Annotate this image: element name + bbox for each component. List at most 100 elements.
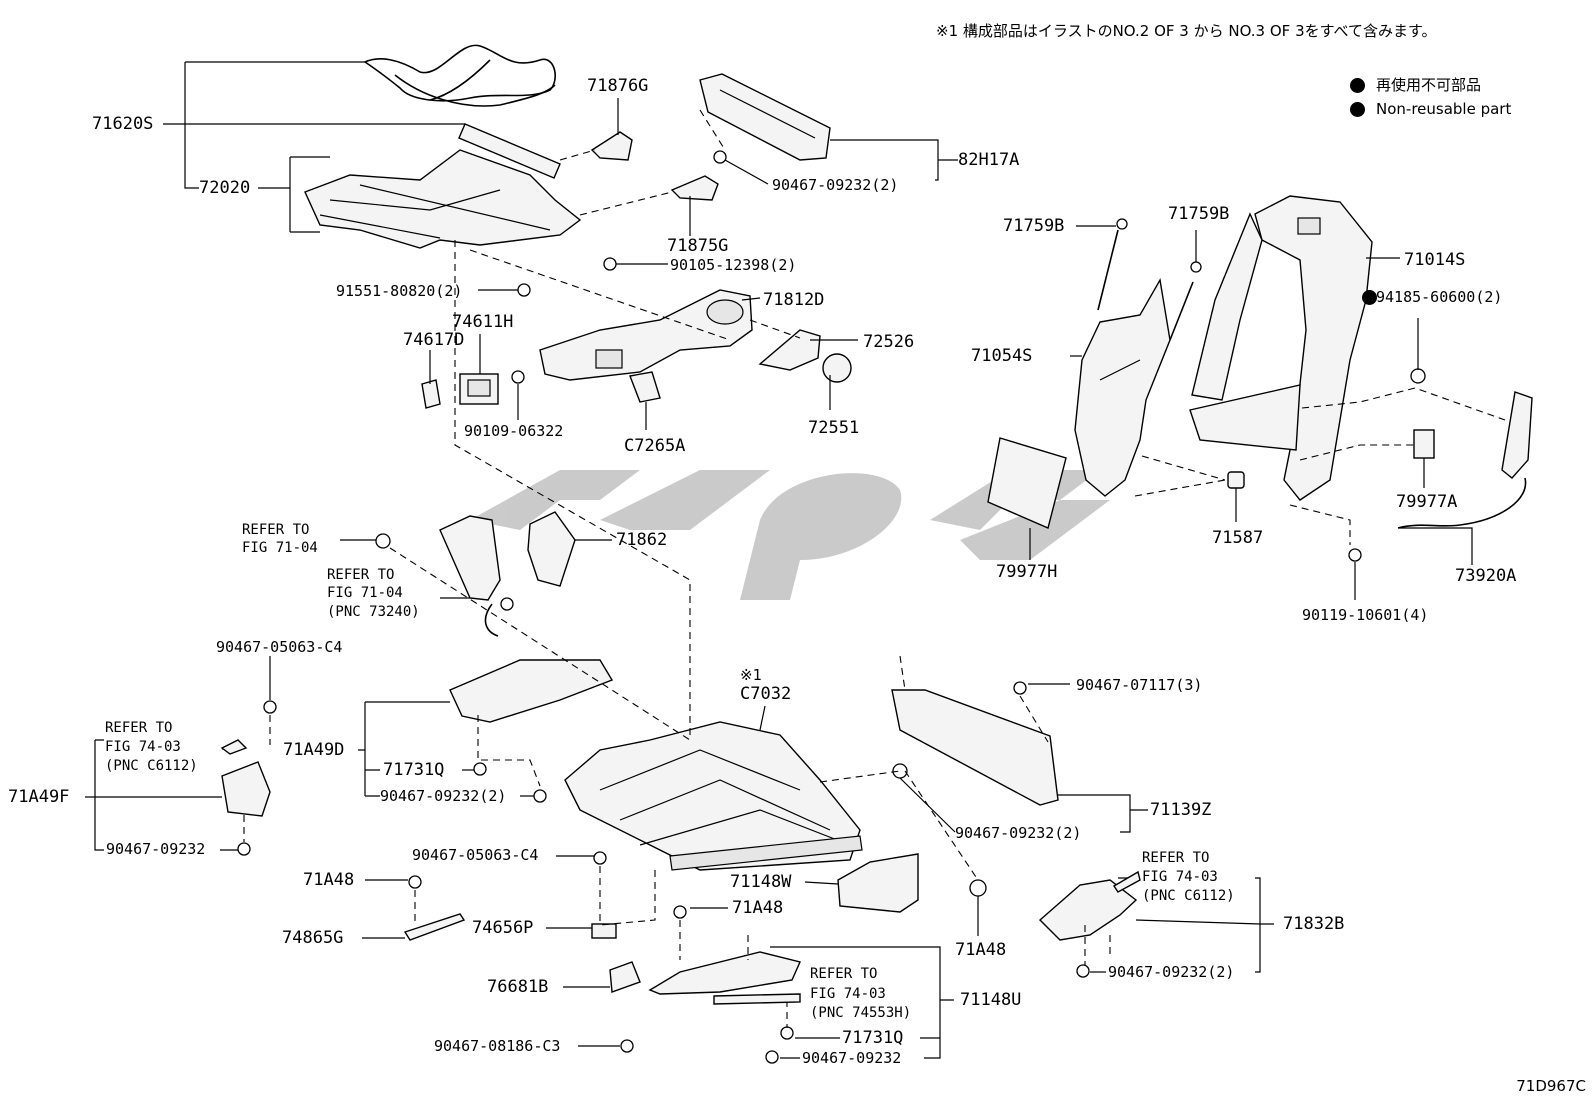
cover-71148U[interactable] — [648, 951, 801, 995]
tape-74865G[interactable] — [403, 913, 466, 941]
part-label-71832B[interactable]: 71832B — [1283, 914, 1345, 934]
refer-74-03-right-line3[interactable]: (PNC C6112) — [1142, 888, 1235, 904]
refer-74-03-bottom-line1[interactable]: REFER TO — [810, 966, 878, 982]
part-label-71A49F[interactable]: 71A49F — [8, 787, 70, 807]
part-label-71587[interactable]: 71587 — [1212, 528, 1264, 548]
part-label-71759B-left[interactable]: 71759B — [1003, 216, 1065, 236]
dashed-guides — [243, 109, 1506, 1028]
harness-73920A[interactable] — [1397, 391, 1533, 529]
part-label-90467-09232-2-lower[interactable]: 90467-09232(2) — [1108, 963, 1235, 981]
part-label-71731Q-bottom[interactable]: 71731Q — [842, 1028, 904, 1048]
pad-71148W[interactable] — [837, 853, 919, 913]
bracket-71876G[interactable] — [590, 131, 633, 161]
part-label-C7265A[interactable]: C7265A — [624, 436, 686, 456]
cover-71A49F[interactable] — [221, 761, 271, 817]
part-label-71A48-left[interactable]: 71A48 — [303, 870, 355, 890]
trim-cover-71862[interactable] — [527, 511, 576, 587]
seat-cushion-frame-72020[interactable] — [304, 149, 582, 249]
part-label-74617D[interactable]: 74617D — [403, 330, 465, 350]
refer-74-03-bottom-line2[interactable]: FIG 74-03 — [810, 986, 886, 1002]
cover-71832B[interactable] — [1038, 879, 1138, 941]
part-label-94185-60600[interactable]: 94185-60600(2) — [1376, 288, 1503, 306]
clip-71587[interactable] — [1227, 471, 1245, 489]
cover-82H17A[interactable] — [699, 73, 831, 161]
sheet-79977H[interactable] — [987, 437, 1067, 529]
recliner-handle[interactable] — [439, 515, 514, 637]
part-label-90119-10601[interactable]: 90119-10601(4) — [1302, 606, 1429, 624]
part-label-90467-09232-bottom[interactable]: 90467-09232 — [802, 1049, 902, 1067]
refer-74-03-right-line1[interactable]: REFER TO — [1142, 850, 1210, 866]
part-label-90467-05063-C4-left[interactable]: 90467-05063-C4 — [216, 638, 343, 656]
part-label-90467-07117[interactable]: 90467-07117(3) — [1076, 676, 1203, 694]
part-label-90467-09232-left[interactable]: 90467-09232 — [106, 840, 206, 858]
part-label-71759B-right[interactable]: 71759B — [1168, 204, 1230, 224]
sheet-79977A[interactable] — [1413, 429, 1435, 459]
bracket-71875G[interactable] — [670, 175, 719, 201]
cover-71139Z[interactable] — [891, 689, 1059, 806]
clip-76681B[interactable] — [609, 961, 641, 993]
part-label-90467-09232-2-mid[interactable]: 90467-09232(2) — [380, 787, 507, 805]
refer-74-03-left-line1[interactable]: REFER TO — [105, 720, 173, 736]
knob-72526[interactable] — [758, 329, 821, 371]
switch-74611H[interactable] — [459, 373, 499, 405]
part-label-90467-05063-C4-center[interactable]: 90467-05063-C4 — [412, 846, 539, 864]
refer-74-03-left-line2[interactable]: FIG 74-03 — [105, 739, 181, 755]
part-label-74611H[interactable]: 74611H — [452, 312, 514, 332]
part-label-82H17A[interactable]: 82H17A — [958, 150, 1020, 170]
refer-74-03-bottom-line3[interactable]: (PNC 74553H) — [810, 1005, 912, 1021]
part-label-90109-06322[interactable]: 90109-06322 — [464, 422, 564, 440]
part-label-71862[interactable]: 71862 — [616, 530, 668, 550]
cover-71A49D[interactable] — [449, 659, 614, 723]
part-label-71875G[interactable]: 71875G — [667, 236, 729, 256]
part-label-91551-80820[interactable]: 91551-80820(2) — [336, 282, 463, 300]
part-label-71139Z[interactable]: 71139Z — [1150, 800, 1212, 820]
refer-71-04-pnc-line1[interactable]: REFER TO — [327, 567, 395, 583]
part-label-72551[interactable]: 72551 — [808, 418, 860, 438]
seat-track-C7032[interactable] — [564, 721, 863, 871]
part-label-71A49D[interactable]: 71A49D — [283, 740, 345, 760]
cover-C7265A[interactable] — [629, 371, 661, 403]
part-label-C7032[interactable]: C7032 — [740, 684, 792, 704]
refer-74-03-right-line2[interactable]: FIG 74-03 — [1142, 869, 1218, 885]
cap-72551[interactable] — [822, 353, 852, 383]
bolts-top-left[interactable] — [511, 150, 727, 384]
part-label-79977H[interactable]: 79977H — [996, 562, 1058, 582]
part-label-71731Q-left[interactable]: 71731Q — [383, 760, 445, 780]
part-label-90467-08186-C3[interactable]: 90467-08186-C3 — [434, 1037, 561, 1055]
refer-71-04-pnc-line2[interactable]: FIG 71-04 — [327, 585, 403, 601]
part-label-71876G[interactable]: 71876G — [587, 76, 649, 96]
knob-74617D[interactable] — [421, 379, 441, 409]
seatback-frame-71014S[interactable] — [1189, 195, 1373, 501]
part-label-74865G[interactable]: 74865G — [282, 928, 344, 948]
part-label-71054S[interactable]: 71054S — [971, 346, 1033, 366]
bolts-top-right[interactable] — [1348, 368, 1426, 562]
refer-71-04-line1[interactable]: REFER TO — [242, 522, 310, 538]
seat-pad-tube[interactable] — [458, 123, 561, 179]
part-label-71014S[interactable]: 71014S — [1404, 250, 1466, 270]
part-label-90467-09232-2-top[interactable]: 90467-09232(2) — [772, 176, 899, 194]
cable-71759B[interactable] — [1097, 218, 1202, 341]
clip-74656P[interactable] — [591, 923, 617, 939]
bolts-lower[interactable] — [237, 681, 1090, 1064]
part-label-90467-09232-2-right[interactable]: 90467-09232(2) — [955, 824, 1082, 842]
part-label-72020[interactable]: 72020 — [199, 178, 251, 198]
part-label-71148W[interactable]: 71148W — [730, 872, 792, 892]
recliner-cover-71812D[interactable] — [539, 289, 753, 381]
part-label-71620S[interactable]: 71620S — [92, 114, 154, 134]
part-label-71148U[interactable]: 71148U — [960, 990, 1022, 1010]
part-label-71A48-right[interactable]: 71A48 — [955, 940, 1007, 960]
part-label-73920A[interactable]: 73920A — [1455, 566, 1517, 586]
seat-spring-wire[interactable] — [363, 44, 556, 107]
part-label-79977A[interactable]: 79977A — [1396, 492, 1458, 512]
part-label-71A48-center[interactable]: 71A48 — [732, 898, 784, 918]
refer-74-03-left-line3[interactable]: (PNC C6112) — [105, 758, 198, 774]
refer-71-04-pnc-line3[interactable]: (PNC 73240) — [327, 604, 420, 620]
bolt-refer-71-04[interactable] — [375, 533, 391, 549]
seatback-plate-71054S[interactable] — [1074, 277, 1171, 497]
refer-71-04-line2[interactable]: FIG 71-04 — [242, 540, 318, 556]
part-label-74656P[interactable]: 74656P — [472, 918, 534, 938]
part-label-72526[interactable]: 72526 — [863, 332, 915, 352]
part-label-71812D[interactable]: 71812D — [763, 290, 825, 310]
part-label-76681B[interactable]: 76681B — [487, 977, 549, 997]
part-label-90105-12398[interactable]: 90105-12398(2) — [670, 256, 797, 274]
